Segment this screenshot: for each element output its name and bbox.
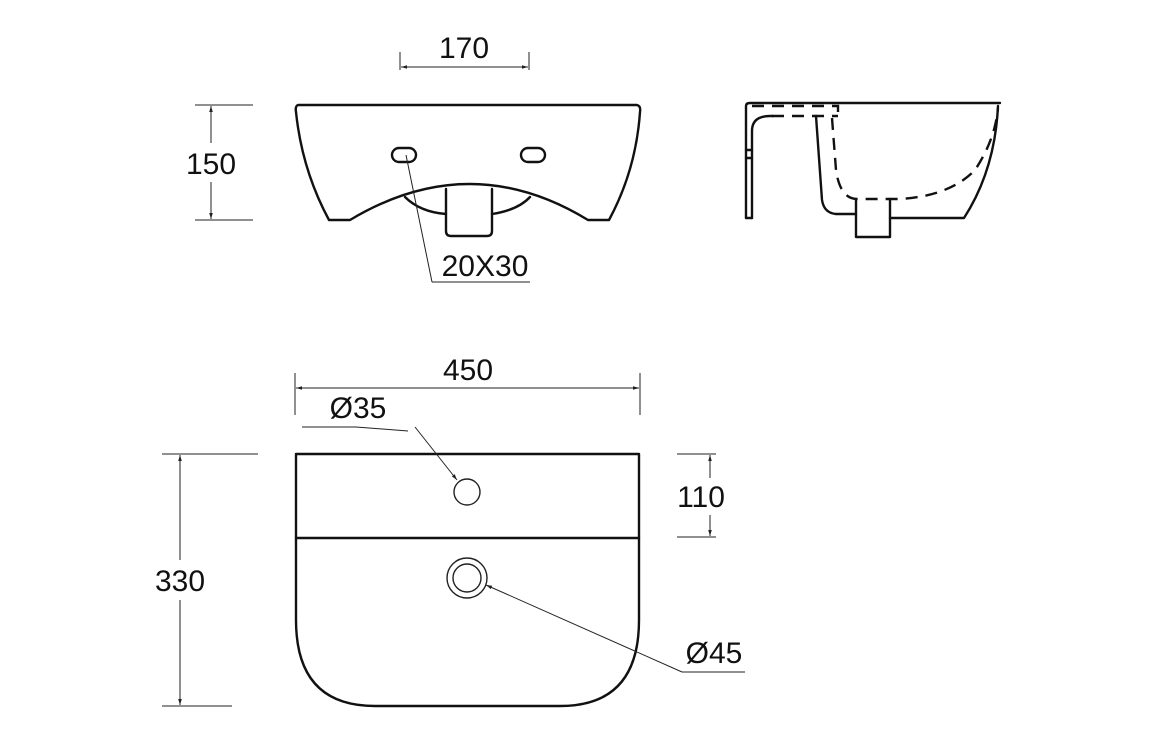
dim-height: 150 (186, 104, 253, 221)
dim-deck: 110 (677, 453, 725, 538)
dim-width: 450 (294, 354, 641, 415)
waste-spigot (444, 187, 494, 238)
dim-label-330: 330 (155, 565, 205, 598)
dim-label-110: 110 (677, 481, 725, 514)
wall-bracket (744, 101, 1002, 220)
dim-label-150: 150 (186, 148, 236, 181)
tap-hole (453, 478, 481, 506)
dim-label-450: 450 (443, 354, 493, 387)
waste-inner (452, 563, 482, 593)
waste-outer (446, 557, 488, 599)
fixing-slot-right (519, 146, 547, 164)
front-basin-outline (294, 103, 642, 222)
bowl-hidden-line (830, 107, 1000, 201)
dim-label-20x30: 20X30 (442, 250, 529, 283)
dim-depth: 330 (155, 453, 258, 707)
front-view: 170 150 20X30 (186, 32, 642, 283)
bowl-curve-left (403, 195, 448, 216)
top-view: 450 330 110 Ø35 (155, 354, 745, 708)
dim-label-d35: Ø35 (330, 392, 387, 425)
side-waste (854, 197, 892, 239)
bowl-curve-right (490, 195, 532, 216)
fixing-slot-left (390, 146, 418, 164)
leader-20x30 (405, 154, 433, 283)
dim-tap-spacing: 170 (399, 32, 530, 70)
side-view (744, 101, 1002, 239)
top-basin-outline (294, 452, 641, 708)
dim-label-170: 170 (439, 32, 489, 65)
dim-label-d45: Ø45 (686, 637, 743, 670)
